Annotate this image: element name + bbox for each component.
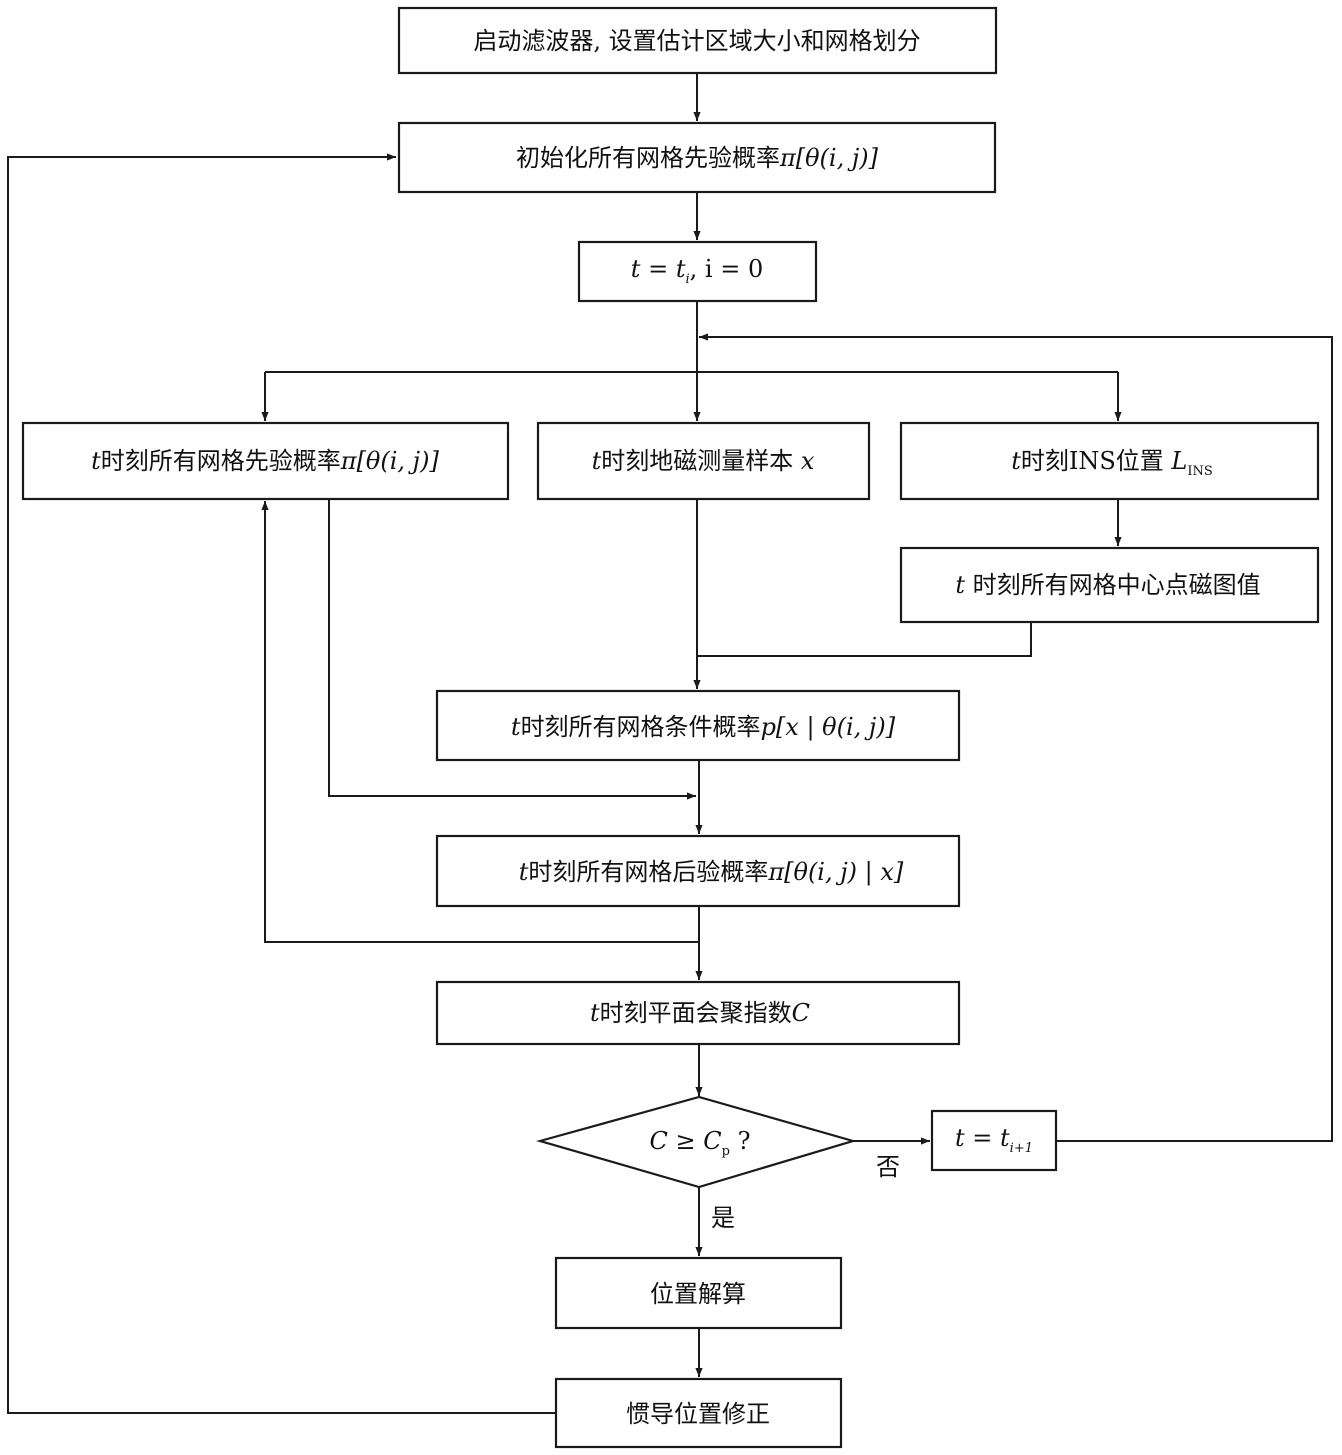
node-cond: t时刻所有网格条件概率p[x | θ(i, j)] xyxy=(435,689,961,762)
node-prior: t时刻所有网格先验概率π[θ(i, j)] xyxy=(21,421,510,501)
node-next-label: t = ti+1 xyxy=(955,1124,1033,1156)
connectors xyxy=(7,73,1333,1414)
node-post: t时刻所有网格后验概率π[θ(i, j) | x] xyxy=(435,834,961,908)
node-start-label: 启动滤波器, 设置估计区域大小和网格划分 xyxy=(473,27,920,55)
node-measure: t时刻地磁测量样本 x xyxy=(536,421,871,501)
node-ins: t时刻INS位置 LINS xyxy=(899,421,1320,501)
node-decision-label: C ≥ Cp ? xyxy=(650,1127,751,1159)
node-prior-label: t时刻所有网格先验概率π[θ(i, j)] xyxy=(91,447,439,475)
edge-next-loop-back xyxy=(699,333,1333,1142)
node-time-init: t = ti, i = 0 xyxy=(577,240,818,303)
edge-post-feedback-to-prior xyxy=(261,501,699,943)
node-map: t 时刻所有网格中心点磁图值 xyxy=(899,546,1320,624)
node-correct-label: 惯导位置修正 xyxy=(626,1400,770,1428)
node-solve: 位置解算 xyxy=(554,1256,843,1330)
edge-map-to-measure-line xyxy=(697,622,1032,657)
node-correct: 惯导位置修正 xyxy=(554,1377,843,1449)
node-next: t = ti+1 xyxy=(930,1109,1058,1172)
node-map-label: t 时刻所有网格中心点磁图值 xyxy=(955,571,1260,599)
node-cond-label: t时刻所有网格条件概率p[x | θ(i, j)] xyxy=(511,713,896,742)
node-measure-label: t时刻地磁测量样本 x xyxy=(592,447,815,475)
node-solve-label: 位置解算 xyxy=(650,1280,746,1308)
node-cluster: t时刻平面会聚指数C xyxy=(435,980,961,1046)
node-ins-label: t时刻INS位置 LINS xyxy=(1011,447,1213,479)
node-cluster-label: t时刻平面会聚指数C xyxy=(590,999,810,1027)
node-init: 初始化所有网格先验概率π[θ(i, j)] xyxy=(397,121,997,194)
edge-label-yes: 是 xyxy=(711,1204,735,1232)
node-init-label: 初始化所有网格先验概率π[θ(i, j)] xyxy=(516,144,879,172)
node-decision: C ≥ Cp ? xyxy=(535,1095,857,1189)
node-start: 启动滤波器, 设置估计区域大小和网格划分 xyxy=(397,6,998,75)
node-time-init-label: t = ti, i = 0 xyxy=(631,255,763,287)
edge-prior-to-post-join xyxy=(328,499,696,800)
node-post-label: t时刻所有网格后验概率π[θ(i, j) | x] xyxy=(519,858,904,887)
edge-correct-loop-to-init xyxy=(7,153,556,1414)
edge-label-no: 否 xyxy=(876,1153,900,1181)
